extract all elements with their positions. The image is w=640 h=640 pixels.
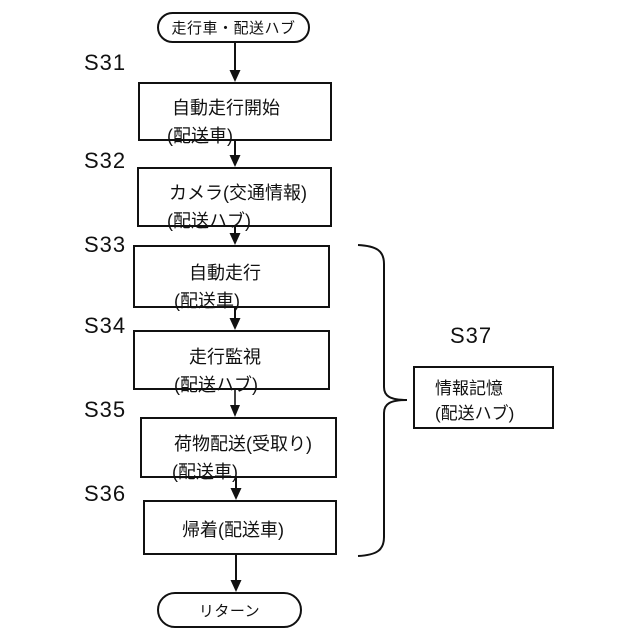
flow-arrow-7: [230, 555, 242, 592]
step-title: 荷物配送(受取り): [174, 434, 312, 454]
flow-step-s31: 自動走行開始 (配送車): [138, 82, 332, 146]
step-title: 情報記憶: [435, 379, 503, 398]
flow-arrow-1: [229, 43, 241, 82]
step-label-s33: S33: [84, 232, 127, 257]
start-terminal: 走行車・配送ハブ: [157, 12, 310, 43]
start-terminal-label: 走行車・配送ハブ: [171, 20, 296, 37]
step-title: カメラ(交通情報): [169, 183, 307, 203]
step-title: 走行監視: [189, 347, 261, 367]
step-label-s32: S32: [84, 148, 127, 173]
step-label-s34: S34: [84, 313, 127, 338]
step-label-s36: S36: [84, 481, 127, 506]
end-terminal: リターン: [157, 592, 302, 628]
step-subtitle: (配送ハブ): [167, 211, 251, 231]
flow-arrow-4: [229, 308, 241, 330]
flow-arrow-2: [229, 141, 241, 167]
flow-arrow-5: [230, 390, 240, 417]
flow-arrow-6: [230, 478, 242, 500]
flow-step-s33: 自動走行 (配送車): [133, 245, 330, 311]
flow-arrow-3: [229, 227, 241, 245]
end-terminal-label: リターン: [198, 602, 261, 620]
step-label-s31: S31: [84, 50, 127, 75]
group-brace: [357, 244, 408, 557]
step-label-s37: S37: [450, 323, 493, 348]
step-title: 自動走行開始: [172, 98, 280, 118]
step-title: 自動走行: [189, 263, 261, 283]
step-subtitle: (配送車): [167, 126, 233, 146]
flow-step-s35: 荷物配送(受取り) (配送車): [140, 417, 337, 482]
step-subtitle: (配送車): [174, 291, 240, 311]
step-subtitle: (配送ハブ): [435, 404, 515, 423]
flow-step-s34: 走行監視 (配送ハブ): [133, 330, 330, 395]
flow-step-s37: 情報記憶 (配送ハブ): [413, 366, 554, 429]
step-subtitle: (配送ハブ): [174, 375, 258, 395]
flow-step-s32: カメラ(交通情報) (配送ハブ): [137, 167, 332, 231]
step-label-s35: S35: [84, 397, 127, 422]
step-subtitle: (配送車): [172, 462, 238, 482]
flow-step-s36: 帰着(配送車): [143, 500, 337, 555]
step-title: 帰着(配送車): [182, 520, 284, 540]
